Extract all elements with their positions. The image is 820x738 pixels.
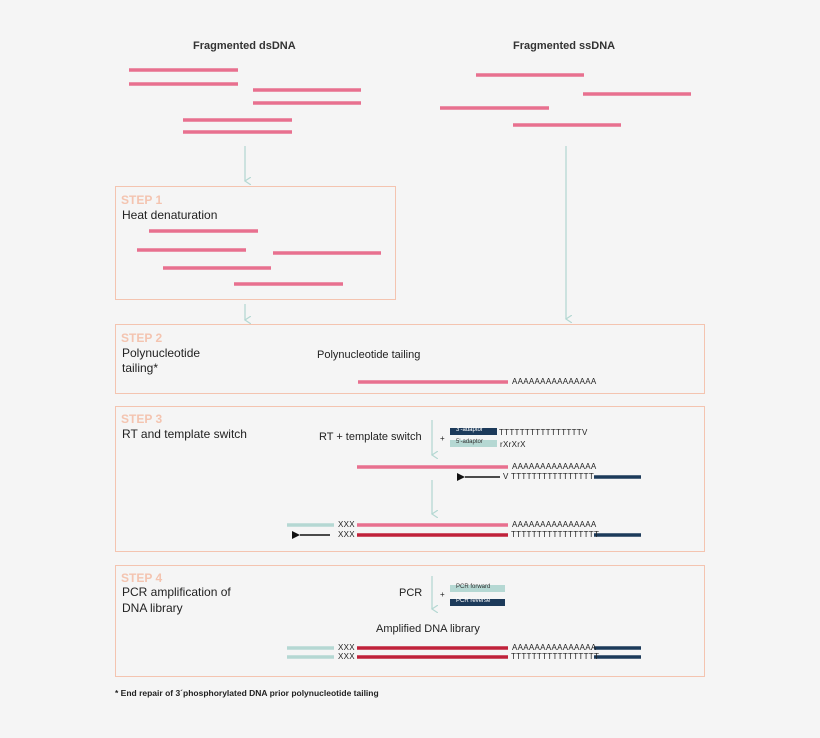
step4-title: STEP 4 — [121, 571, 163, 585]
polyt-primer-seq: TTTTTTTTTTTTTTTTV — [499, 428, 588, 437]
step3-box — [115, 406, 705, 552]
pcr-forward-label: PCR forward — [456, 584, 491, 590]
rxrxrx-seq: rXrXrX — [500, 440, 526, 449]
dsdna-header: Fragmented dsDNA — [193, 40, 296, 52]
step4-label-line2: DNA library — [122, 601, 183, 615]
pcr-reverse-bar — [450, 599, 505, 606]
plus-sign: + — [440, 590, 445, 599]
adaptor3-bar — [450, 428, 497, 435]
amplified-label: Amplified DNA library — [376, 623, 480, 635]
step2-label-line2: tailing* — [122, 361, 159, 375]
step2-center-label: Polynucleotide tailing — [317, 349, 421, 361]
polyt-seq: TTTTTTTTTTTTTTTTT — [511, 530, 600, 539]
denatured-strands — [137, 229, 381, 286]
dsdna-fragments — [129, 68, 361, 134]
footnote: * End repair of 3´phosphorylated DNA pri… — [115, 688, 379, 698]
plus-sign: + — [440, 434, 445, 443]
step3-label: RT and template switch — [122, 427, 247, 441]
step4-center-label: PCR — [399, 587, 423, 599]
step1-label: Heat denaturation — [122, 208, 218, 222]
step2-box — [115, 324, 705, 394]
xxx-seq: XXX — [338, 652, 355, 661]
step3-center-label: RT + template switch — [319, 431, 422, 443]
polyt-seq: TTTTTTTTTTTTTTTTT — [511, 652, 600, 661]
xxx-seq: XXX — [338, 520, 355, 529]
xxx-seq: XXX — [338, 530, 355, 539]
pcr-forward-bar — [450, 585, 505, 592]
step4-box — [115, 565, 705, 677]
step1-box — [115, 186, 396, 300]
polya-tail: AAAAAAAAAAAAAAA — [512, 377, 597, 386]
pcr-reverse-label: PCR reverse — [456, 598, 491, 604]
polya-tail: AAAAAAAAAAAAAAA — [512, 462, 597, 471]
adaptor3-label: 3'-adaptor — [456, 427, 483, 433]
ssdna-header: Fragmented ssDNA — [513, 40, 616, 52]
step3-title: STEP 3 — [121, 412, 163, 426]
xxx-seq: XXX — [338, 643, 355, 652]
step4-label-line1: PCR amplification of — [122, 585, 231, 599]
adaptor5-label: 5'-adaptor — [456, 439, 483, 445]
ssdna-fragments — [440, 73, 691, 127]
v-polyt-seq: V TTTTTTTTTTTTTTTT — [503, 472, 595, 481]
polya-tail: AAAAAAAAAAAAAAA — [512, 520, 597, 529]
adaptor5-bar — [450, 440, 497, 447]
step2-title: STEP 2 — [121, 331, 163, 345]
step1-title: STEP 1 — [121, 193, 163, 207]
polya-tail: AAAAAAAAAAAAAAA — [512, 643, 597, 652]
step2-label-line1: Polynucleotide — [122, 346, 201, 360]
